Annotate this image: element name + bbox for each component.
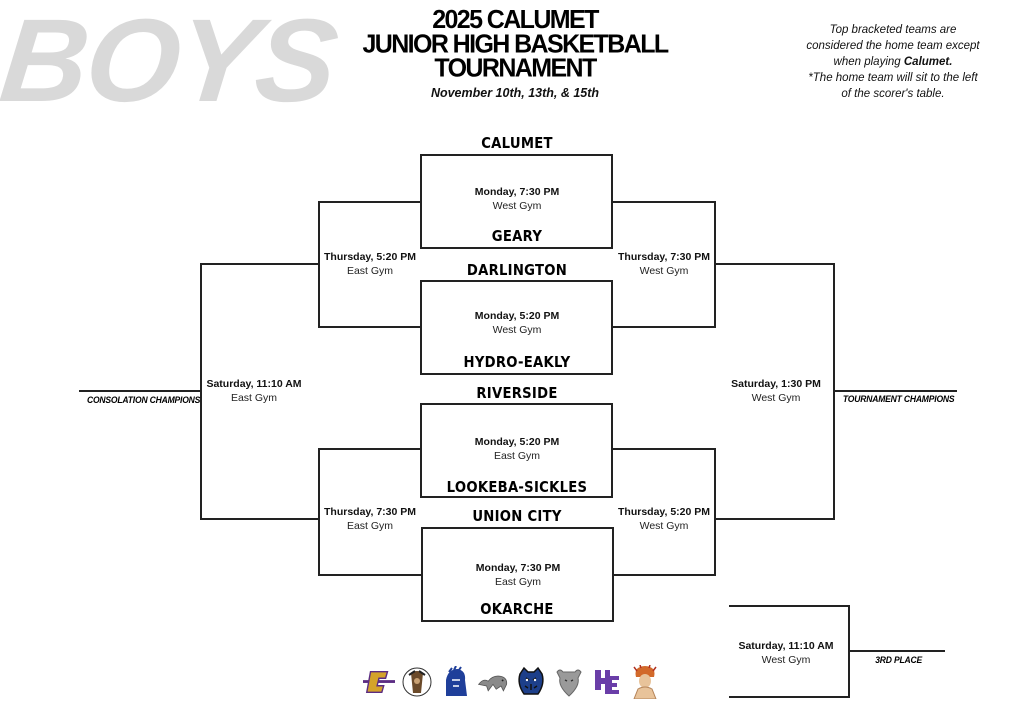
- consolation-final-info: Saturday, 11:10 AM East Gym: [203, 377, 305, 405]
- game-time: Thursday, 5:20 PM: [324, 251, 416, 263]
- game-time: Saturday, 11:10 AM: [738, 640, 834, 652]
- note-line: considered the home team except: [806, 40, 980, 52]
- consolation-champion-line: [79, 390, 201, 392]
- bison-logo-icon: [553, 665, 585, 699]
- third-place-info: Saturday, 11:10 AM West Gym: [732, 639, 840, 667]
- tournament-champions-label: TOURNAMENT CHAMPIONS: [842, 394, 955, 404]
- calumet-logo-icon: [363, 665, 395, 699]
- school-logos: [363, 665, 661, 699]
- team-geary: GEARY: [491, 227, 543, 245]
- note-line: Top bracketed teams are: [829, 24, 957, 36]
- round1-game-1-info: Monday, 7:30 PM West Gym: [421, 185, 613, 213]
- tournament-champion-line: [834, 390, 957, 392]
- game-gym: West Gym: [492, 200, 542, 212]
- consolation-final-bracket: [200, 263, 320, 520]
- winners-semi-2-bracket: [613, 448, 716, 576]
- game-gym: East Gym: [494, 576, 542, 588]
- tournament-dates: November 10th, 13th, & 15th: [430, 86, 600, 100]
- team-calumet: CALUMET: [481, 134, 553, 152]
- team-riverside: RIVERSIDE: [476, 384, 558, 402]
- team-darlington: DARLINGTON: [466, 261, 568, 279]
- round1-game-4-info: Monday, 7:30 PM East Gym: [422, 561, 614, 589]
- boys-watermark: BOYS: [0, 0, 342, 127]
- winners-semi-1-info: Thursday, 7:30 PM West Gym: [613, 250, 715, 278]
- game-time: Monday, 7:30 PM: [475, 562, 561, 574]
- game-gym: East Gym: [346, 520, 394, 532]
- title-line-3: TOURNAMENT: [434, 53, 597, 83]
- winners-semi-2-info: Thursday, 5:20 PM West Gym: [613, 505, 715, 533]
- round1-game-3-info: Monday, 5:20 PM East Gym: [421, 435, 613, 463]
- game-gym: West Gym: [639, 265, 689, 277]
- game-gym: West Gym: [639, 520, 689, 532]
- game-gym: West Gym: [751, 392, 801, 404]
- team-lookeba-sickles: LOOKEBA-SICKLES: [446, 478, 588, 496]
- team-union-city: UNION CITY: [472, 507, 562, 525]
- note-bold-team: Calumet.: [903, 56, 953, 68]
- championship-final-info: Saturday, 1:30 PM West Gym: [722, 377, 830, 405]
- darlington-logo-icon: [439, 665, 471, 699]
- round1-game-3-box: [420, 403, 613, 498]
- game-time: Monday, 5:20 PM: [474, 436, 560, 448]
- tiger-logo-icon: [515, 665, 547, 699]
- consolation-semi-1-info: Thursday, 5:20 PM East Gym: [320, 250, 420, 278]
- game-time: Saturday, 1:30 PM: [731, 378, 821, 390]
- chief-logo-icon: [629, 665, 661, 699]
- game-gym: East Gym: [230, 392, 278, 404]
- game-time: Monday, 5:20 PM: [474, 310, 560, 322]
- riverside-logo-icon: [401, 665, 433, 699]
- game-time: Saturday, 11:10 AM: [206, 378, 302, 390]
- team-hydro-eakly: HYDRO-EAKLY: [463, 353, 571, 371]
- game-time: Monday, 7:30 PM: [474, 186, 560, 198]
- game-time: Thursday, 7:30 PM: [618, 251, 710, 263]
- note-line: of the scorer's table.: [841, 88, 945, 100]
- round1-game-2-info: Monday, 5:20 PM West Gym: [421, 309, 613, 337]
- game-time: Thursday, 5:20 PM: [618, 506, 710, 518]
- game-time: Thursday, 7:30 PM: [324, 506, 416, 518]
- title-line-1: 2025 CALUMET: [432, 5, 599, 35]
- game-gym: West Gym: [492, 324, 542, 336]
- game-gym: East Gym: [346, 265, 394, 277]
- note-text: when playing: [833, 56, 904, 68]
- consolation-semi-2-bracket: [318, 448, 422, 576]
- game-gym: East Gym: [493, 450, 541, 462]
- title-line-2: JUNIOR HIGH BASKETBALL: [362, 29, 669, 59]
- third-place-line: [849, 650, 945, 652]
- hydro-eakly-logo-icon: [591, 665, 623, 699]
- game-gym: West Gym: [761, 654, 811, 666]
- page-title: 2025 CALUMET JUNIOR HIGH BASKETBALL TOUR…: [360, 5, 670, 83]
- team-okarche: OKARCHE: [480, 600, 554, 618]
- note-line: *The home team will sit to the left: [808, 72, 978, 84]
- note-line: when playing Calumet.: [793, 54, 993, 70]
- home-team-note: Top bracketed teams are considered the h…: [793, 22, 993, 102]
- panther-logo-icon: [477, 665, 509, 699]
- consolation-champions-label: CONSOLATION CHAMPIONS: [86, 395, 201, 405]
- third-place-label: 3RD PLACE: [875, 655, 922, 665]
- consolation-semi-2-info: Thursday, 7:30 PM East Gym: [320, 505, 420, 533]
